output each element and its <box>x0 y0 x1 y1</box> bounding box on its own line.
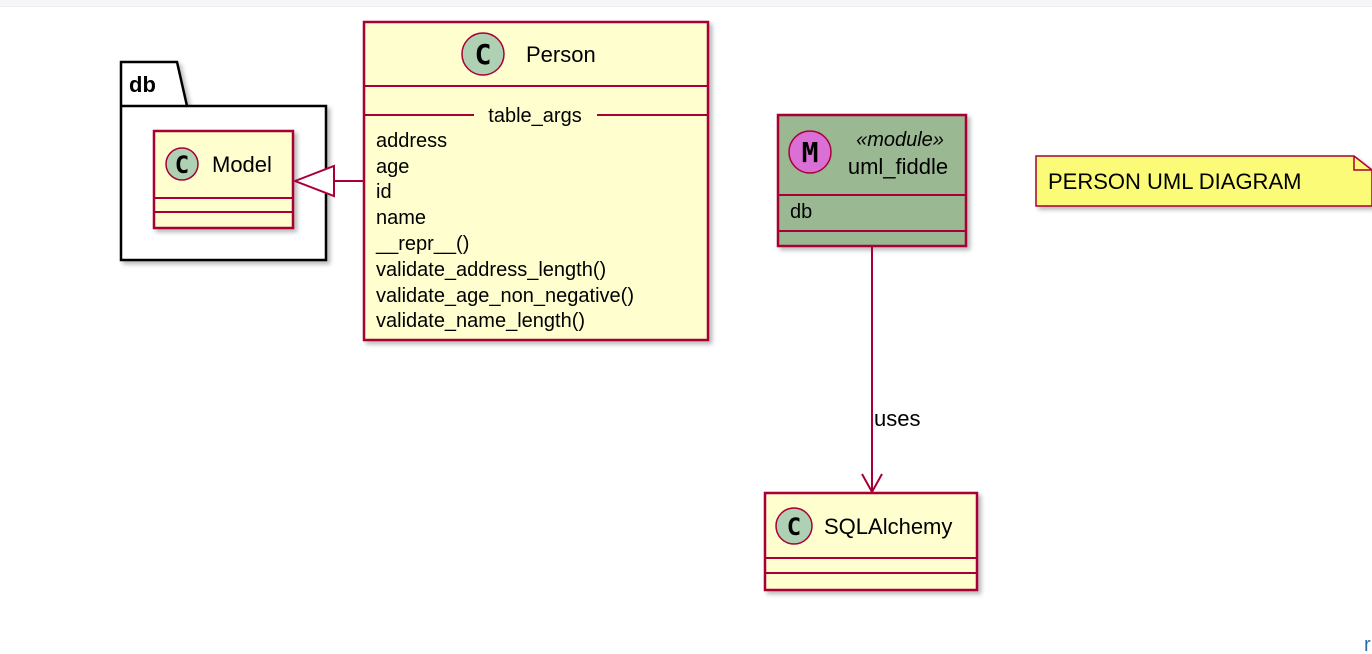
class-name: SQLAlchemy <box>824 514 952 539</box>
section-label: table_args <box>488 105 581 127</box>
member-id: id <box>376 181 392 203</box>
class-stereotype-letter: C <box>475 38 492 71</box>
edge-label: uses <box>874 406 920 431</box>
uses-edge: uses <box>861 247 920 495</box>
member-name: name <box>376 207 426 229</box>
class-name: Model <box>212 152 272 177</box>
member-db: db <box>790 201 812 223</box>
class-stereotype-letter: C <box>787 513 801 541</box>
class-sqlalchemy[interactable]: C SQLAlchemy <box>763 491 979 592</box>
member-repr: __repr__() <box>375 233 469 255</box>
generalization-edge <box>292 164 364 198</box>
module-uml-fiddle[interactable]: M «module» uml_fiddle db <box>776 113 968 248</box>
class-stereotype-icon <box>461 32 505 76</box>
class-stereotype-letter: C <box>175 151 189 179</box>
class-stereotype-icon <box>165 147 199 181</box>
member-age: age <box>376 156 409 178</box>
member-validate-age-non-negative: validate_age_non_negative() <box>376 285 634 307</box>
corner-glyph: r <box>1364 636 1371 654</box>
module-stereotype: «module» <box>856 129 944 151</box>
module-stereotype-letter: M <box>802 136 819 169</box>
member-validate-name-length: validate_name_length() <box>376 310 585 332</box>
note-text: PERSON UML DIAGRAM <box>1048 169 1301 194</box>
member-address: address <box>376 130 447 152</box>
inheritance-arrowhead <box>292 164 335 198</box>
note[interactable]: PERSON UML DIAGRAM <box>1035 155 1372 207</box>
package-title: db <box>129 72 156 97</box>
class-model[interactable]: C Model <box>152 129 295 230</box>
class-name: Person <box>526 42 596 67</box>
top-bar <box>0 0 1372 7</box>
class-stereotype-icon <box>775 507 813 545</box>
module-stereotype-icon <box>788 130 832 174</box>
member-validate-address-length: validate_address_length() <box>376 259 606 281</box>
module-name: uml_fiddle <box>848 154 948 179</box>
class-person[interactable]: C Person table_args address age id name … <box>362 20 710 342</box>
